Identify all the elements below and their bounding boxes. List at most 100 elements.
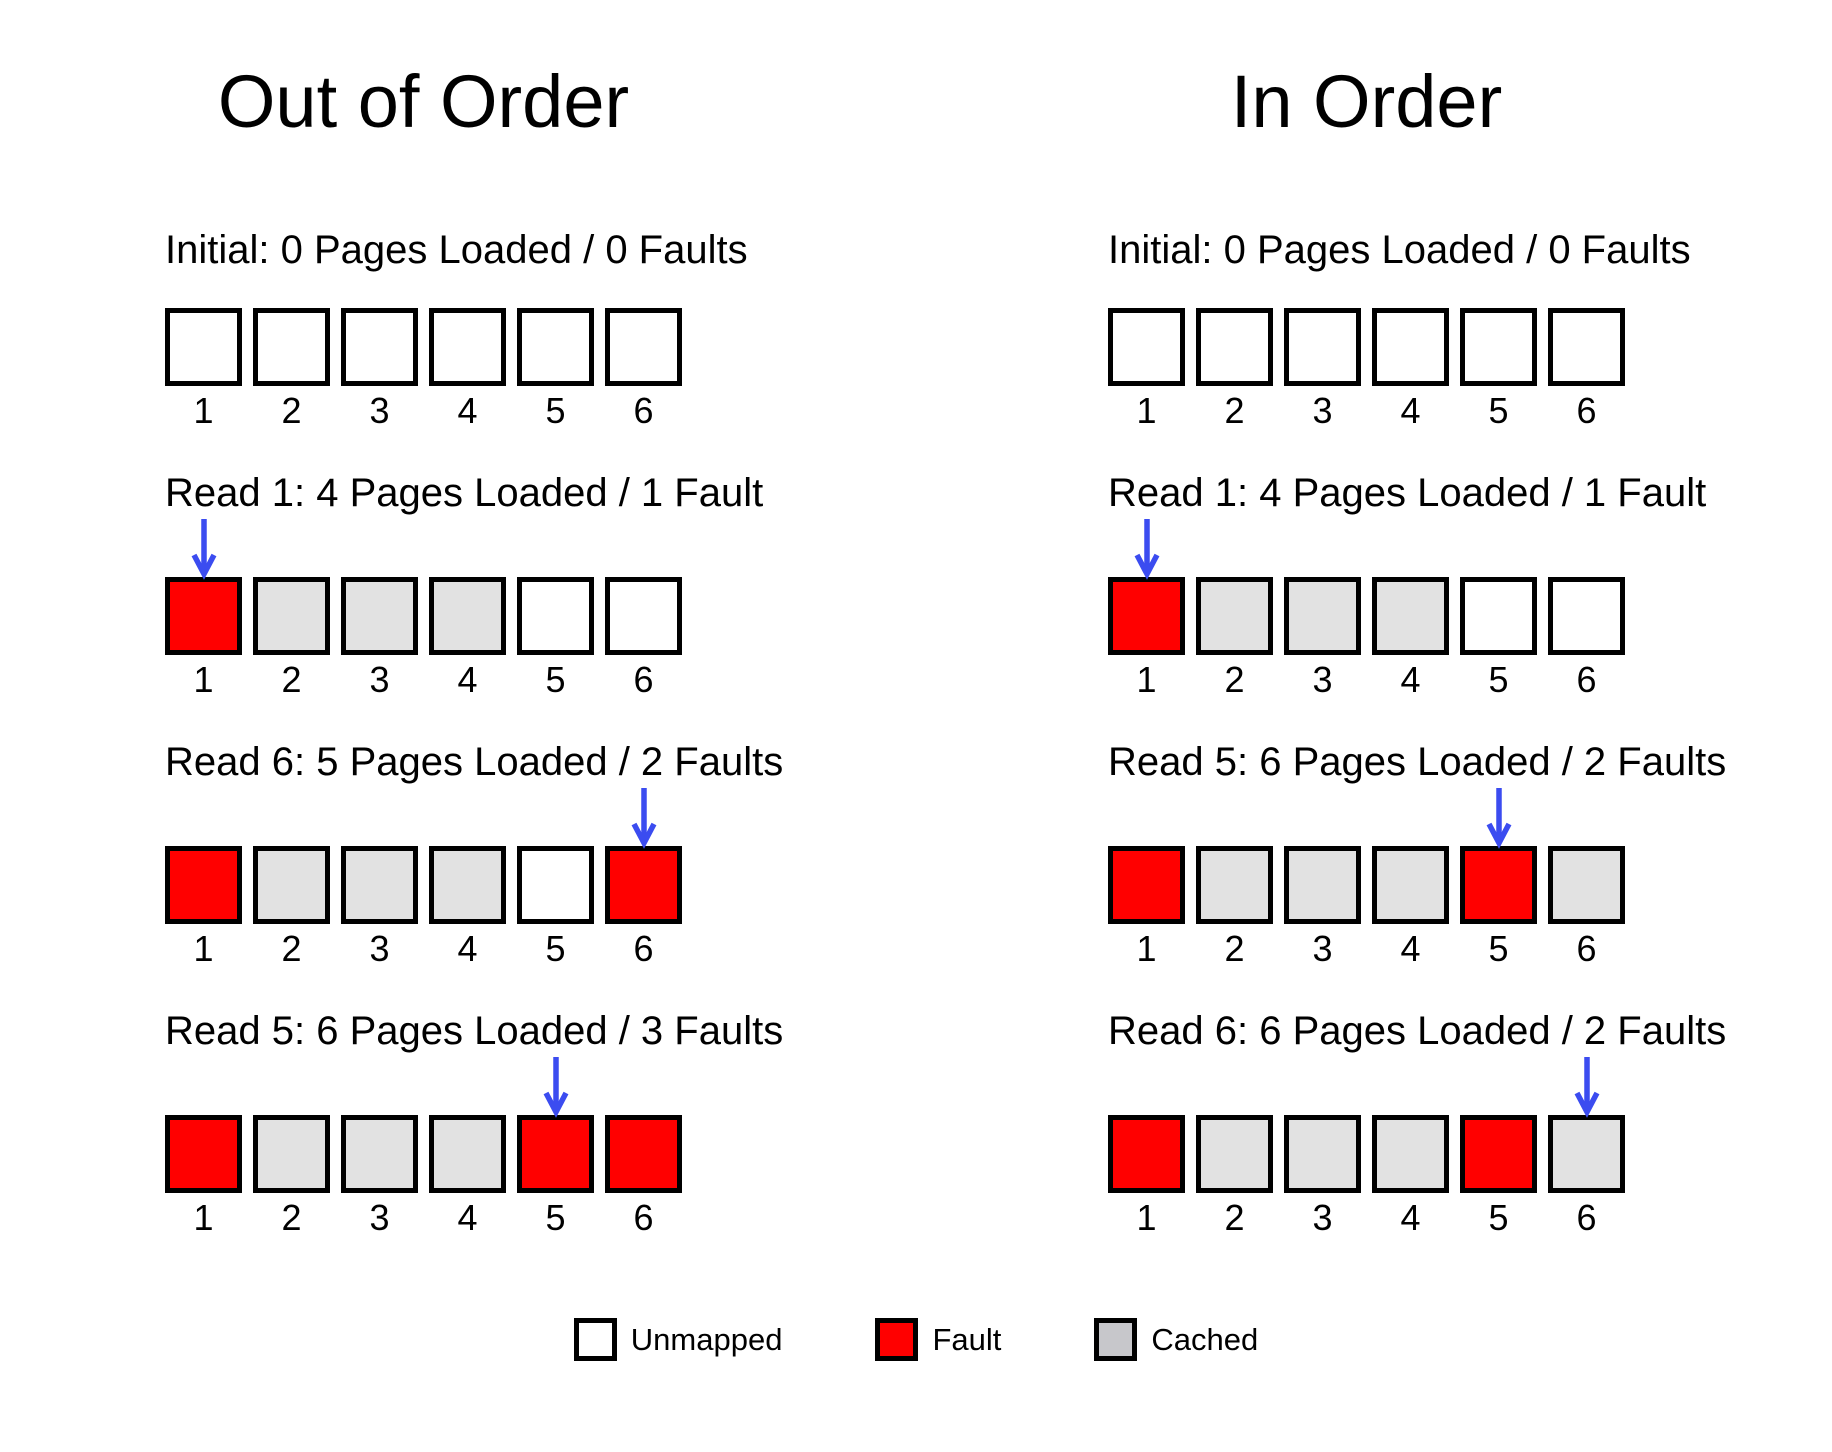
page-cells [1108, 1115, 1625, 1193]
arrow-zone [165, 1053, 682, 1118]
cell-label: 1 [1136, 1197, 1157, 1238]
row-heading: Read 5: 6 Pages Loaded / 2 Faults [1108, 740, 1727, 784]
arrow-zone [165, 515, 682, 580]
cell-label: 3 [1312, 1197, 1333, 1238]
arrow-zone [1108, 1053, 1625, 1118]
legend-swatch-unmapped-icon [573, 1318, 617, 1361]
arrow-zone [1108, 272, 1625, 308]
page-cells [1108, 577, 1625, 655]
read-arrow [631, 788, 657, 850]
cell-label: 6 [633, 390, 654, 431]
page-cell-cached [1284, 846, 1361, 924]
read-arrow-icon [1574, 1057, 1599, 1118]
cell-labels: 1 2 3 4 5 6 [165, 391, 682, 431]
page-cell-cached [1372, 846, 1449, 924]
cell-label: 1 [193, 1197, 214, 1238]
legend-swatch-fault-icon [875, 1318, 919, 1361]
column-title: In Order [1230, 60, 1503, 143]
page-cell-fault [1460, 846, 1537, 924]
cell-label: 3 [369, 659, 390, 700]
page-cells [1108, 846, 1625, 924]
legend-label: Unmapped [630, 1321, 783, 1357]
read-arrow-icon [191, 519, 216, 580]
cell-label: 4 [457, 1197, 478, 1238]
cell-label: 2 [1224, 659, 1245, 700]
cell-label: 2 [1224, 390, 1245, 431]
cell-label: 5 [1488, 928, 1509, 969]
page-cells [165, 1115, 682, 1193]
cell-label: 2 [1224, 1197, 1245, 1238]
column-title: Out of Order [217, 60, 630, 143]
cell-label: 4 [457, 390, 478, 431]
page-cell-cached [429, 846, 506, 924]
page-cell-unmapped [1108, 308, 1185, 386]
page-cell-fault [1460, 1115, 1537, 1193]
page-cell-unmapped [1196, 308, 1273, 386]
cell-label: 5 [545, 928, 566, 969]
row-heading: Read 1: 4 Pages Loaded / 1 Fault [165, 471, 764, 515]
page-cell-cached [1548, 1115, 1625, 1193]
page-cell-unmapped [1460, 308, 1537, 386]
cell-label: 1 [1136, 390, 1157, 431]
page-cell-unmapped [605, 577, 682, 655]
read-arrow [1134, 519, 1160, 581]
page-cell-cached [253, 1115, 330, 1193]
row-heading: Initial: 0 Pages Loaded / 0 Faults [1108, 228, 1691, 272]
page-cell-fault [517, 1115, 594, 1193]
cell-label: 1 [193, 390, 214, 431]
page-cell-unmapped [429, 308, 506, 386]
row-heading: Initial: 0 Pages Loaded / 0 Faults [165, 228, 748, 272]
cell-label: 4 [457, 928, 478, 969]
legend-label: Fault [932, 1321, 1002, 1357]
cell-label: 5 [1488, 1197, 1509, 1238]
legend-item-unmapped: Unmapped [573, 1318, 783, 1361]
read-arrow-icon [1134, 519, 1159, 580]
page-cell-unmapped [253, 308, 330, 386]
cell-label: 1 [1136, 928, 1157, 969]
cell-label: 2 [281, 390, 302, 431]
row-heading: Read 6: 6 Pages Loaded / 2 Faults [1108, 1009, 1727, 1053]
page-cell-fault [605, 846, 682, 924]
cell-label: 5 [545, 659, 566, 700]
cell-label: 3 [369, 390, 390, 431]
cell-label: 4 [1400, 390, 1421, 431]
arrow-zone [1108, 515, 1625, 580]
legend-swatch-cached-icon [1094, 1318, 1138, 1361]
read-arrow [1486, 788, 1512, 850]
cell-label: 6 [1576, 659, 1597, 700]
page-cell-cached [1284, 1115, 1361, 1193]
row-heading: Read 1: 4 Pages Loaded / 1 Fault [1108, 471, 1707, 515]
page-cell-cached [341, 577, 418, 655]
read-arrow-icon [543, 1057, 568, 1118]
cell-label: 5 [545, 390, 566, 431]
page-cell-unmapped [1284, 308, 1361, 386]
legend-item-fault: Fault [875, 1318, 1001, 1361]
cell-label: 1 [193, 928, 214, 969]
cell-label: 6 [633, 1197, 654, 1238]
page-cell-unmapped [517, 577, 594, 655]
cell-label: 6 [1576, 390, 1597, 431]
cell-label: 3 [1312, 390, 1333, 431]
page-cell-cached [253, 577, 330, 655]
arrow-zone [165, 784, 682, 849]
page-cells [165, 577, 682, 655]
cell-label: 2 [281, 928, 302, 969]
cell-label: 2 [1224, 928, 1245, 969]
cell-label: 3 [369, 1197, 390, 1238]
page-cell-fault [605, 1115, 682, 1193]
read-arrow-icon [1486, 788, 1511, 849]
page-cell-fault [1108, 846, 1185, 924]
page-cell-unmapped [1460, 577, 1537, 655]
page-cell-cached [1284, 577, 1361, 655]
page-cell-fault [1108, 1115, 1185, 1193]
read-arrow [1574, 1057, 1600, 1119]
read-arrow [191, 519, 217, 581]
